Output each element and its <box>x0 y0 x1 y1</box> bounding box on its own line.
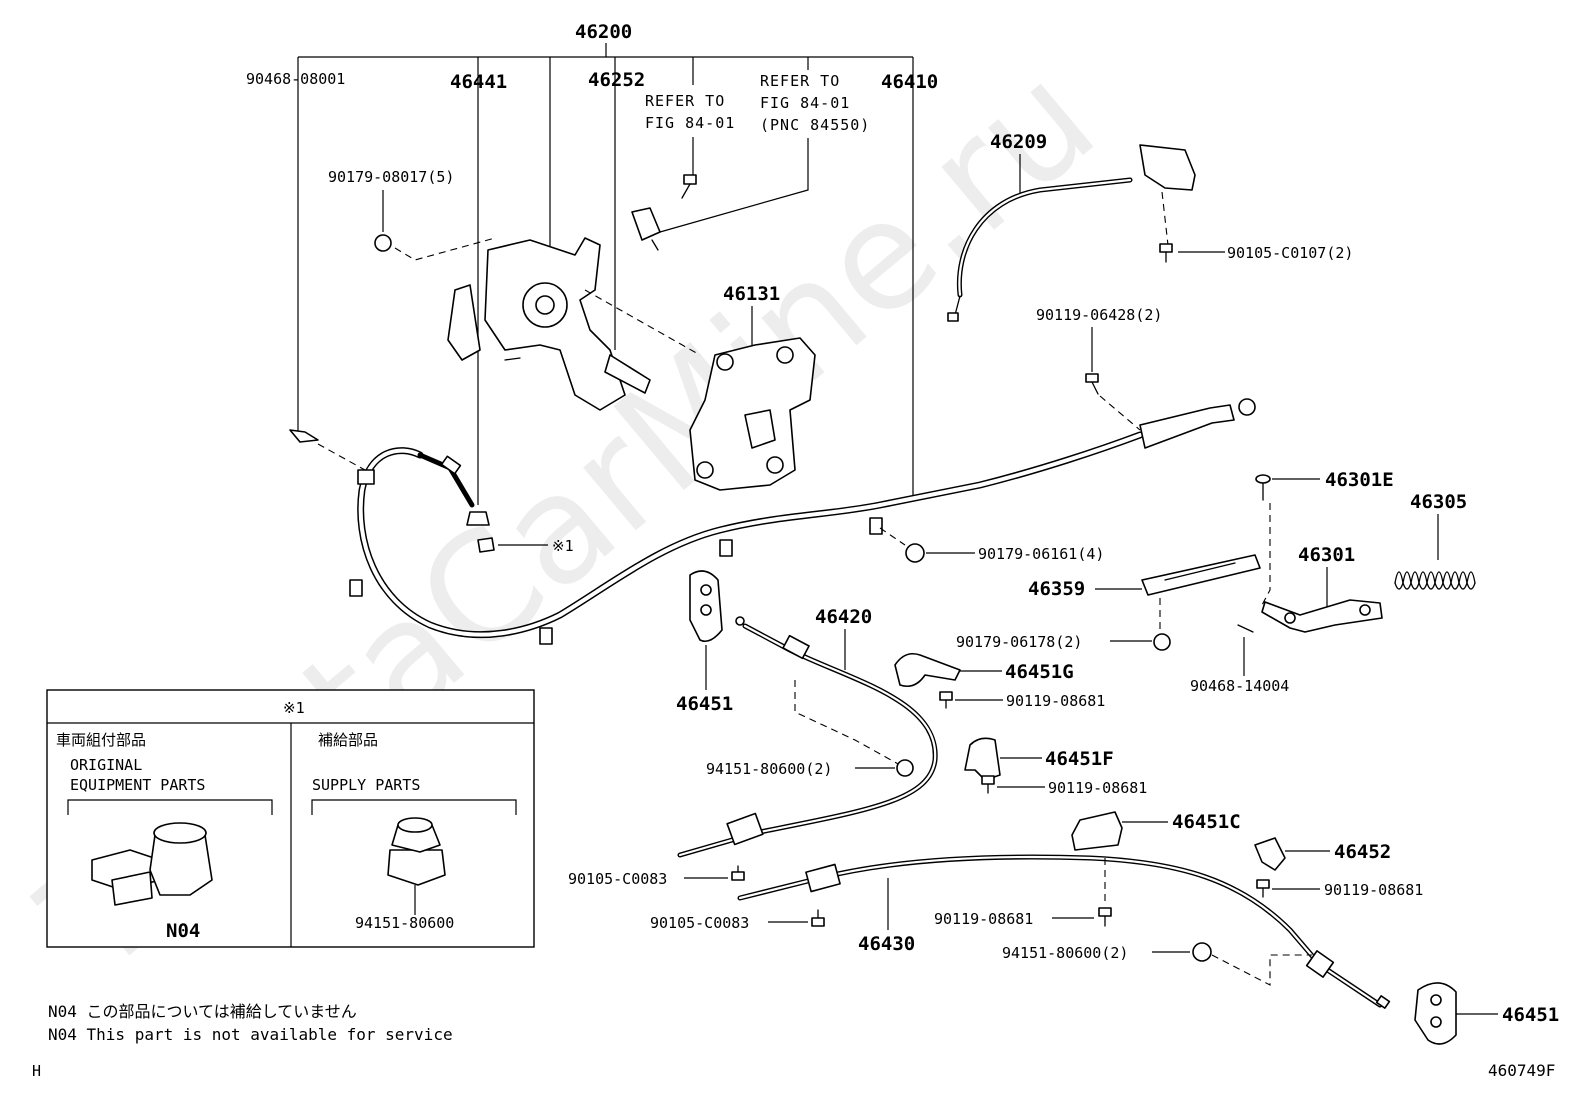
nut-90179-06178 <box>1153 633 1171 651</box>
legend-box: ※1 車両組付部品 ORIGINAL EQUIPMENT PARTS N04 補… <box>46 689 535 948</box>
legend-left-line2: EQUIPMENT PARTS <box>70 776 205 794</box>
clip-90468-08001 <box>289 429 319 443</box>
legend-right-line1: SUPPLY PARTS <box>312 776 420 794</box>
label-90119-08681-c: 90119-08681 <box>1324 881 1423 899</box>
plate-46359 <box>1141 554 1261 596</box>
label-90468-14004: 90468-14004 <box>1190 677 1289 695</box>
bolt-90119-08681-a <box>939 691 953 709</box>
lever-46301 <box>1261 599 1383 633</box>
spring-46305 <box>1394 571 1476 590</box>
nut-mark1 <box>477 537 495 553</box>
clamp-46451C <box>1071 811 1123 851</box>
cable-46209 <box>947 144 1196 322</box>
label-46305: 46305 <box>1410 491 1467 513</box>
bolt-90119-08681-d <box>1098 907 1112 927</box>
clamp-46451G <box>894 652 961 688</box>
refer-note-2-line2: FIG 84-01 <box>760 94 850 112</box>
plate-46451-upper <box>689 570 723 643</box>
label-90179-06161: 90179-06161(4) <box>978 545 1104 563</box>
bolt-90119-08681-c <box>1256 879 1270 898</box>
nut-90179-08017 <box>374 234 392 252</box>
nut-90179-06161 <box>905 543 925 563</box>
clamp-46451F <box>964 737 1001 781</box>
refer-note-2-line1: REFER TO <box>760 72 840 90</box>
label-90179-08017: 90179-08017(5) <box>328 168 454 186</box>
part-N04-illustration <box>91 822 213 906</box>
label-90119-06428: 90119-06428(2) <box>1036 306 1162 324</box>
label-46131: 46131 <box>723 283 780 305</box>
plate-46451-lower <box>1414 982 1457 1045</box>
legend-title: ※1 <box>283 699 305 717</box>
refer-note-1-line1: REFER TO <box>645 92 725 110</box>
bracket-46131 <box>689 337 816 491</box>
refer-note-2-line3: (PNC 84550) <box>760 116 870 134</box>
label-46451-lower: 46451 <box>1502 1004 1559 1026</box>
nut-94151-80600-a <box>896 759 914 777</box>
label-46301: 46301 <box>1298 544 1355 566</box>
label-46452: 46452 <box>1334 841 1391 863</box>
label-90105-C0083-a: 90105-C0083 <box>568 870 667 888</box>
bolt-refer-84-01 <box>681 174 697 199</box>
label-46451C: 46451C <box>1172 811 1241 833</box>
legend-right-header: 補給部品 <box>318 731 378 749</box>
label-90179-06178: 90179-06178(2) <box>956 633 1082 651</box>
label-94151-80600-a: 94151-80600(2) <box>706 760 832 778</box>
nut-94151-80600-b <box>1192 942 1212 962</box>
label-90105-C0107: 90105-C0107(2) <box>1227 244 1353 262</box>
pedal-bracket-assembly <box>447 237 651 411</box>
note-en: N04 This part is not available for servi… <box>48 1025 453 1044</box>
refer-note-1-line2: FIG 84-01 <box>645 114 735 132</box>
legend-left-line1: ORIGINAL <box>70 756 142 774</box>
assembly-bracket-46200 <box>297 43 914 505</box>
label-90105-C0083-b: 90105-C0083 <box>650 914 749 932</box>
label-90119-08681-d: 90119-08681 <box>934 910 1033 928</box>
bolt-90119-06428 <box>1085 373 1099 395</box>
label-46451G: 46451G <box>1005 661 1074 683</box>
label-46420: 46420 <box>815 606 872 628</box>
note-jp: N04 この部品については補給していません <box>48 1002 357 1021</box>
pin-90468-14004 <box>1237 624 1254 633</box>
bolt-90105-C0083-a <box>731 865 745 881</box>
label-90119-08681-a: 90119-08681 <box>1006 692 1105 710</box>
legend-left-code: N04 <box>166 920 200 942</box>
label-46209: 46209 <box>990 131 1047 153</box>
front-cable-46410 <box>349 398 1256 645</box>
label-46410: 46410 <box>881 71 938 93</box>
pin-46301E <box>1255 474 1271 501</box>
nut-46441 <box>466 511 490 526</box>
bracket-pnc-84550 <box>631 207 661 251</box>
label-46301E: 46301E <box>1325 469 1394 491</box>
label-46252: 46252 <box>588 69 645 91</box>
label-90468-08001: 90468-08001 <box>246 70 345 88</box>
bolt-90105-C0107 <box>1159 243 1173 263</box>
label-46359: 46359 <box>1028 578 1085 600</box>
cable-46430 <box>737 854 1391 1009</box>
label-46200: 46200 <box>575 21 632 43</box>
label-94151-80600-b: 94151-80600(2) <box>1002 944 1128 962</box>
footer-mark: H <box>32 1062 41 1080</box>
bolt-90119-08681-b <box>981 775 995 794</box>
figure-id: 460749F <box>1488 1061 1555 1080</box>
label-46451-upper: 46451 <box>676 693 733 715</box>
legend-right-code: 94151-80600 <box>355 914 454 932</box>
bolt-90105-C0083-b <box>811 909 825 927</box>
label-mark1: ※1 <box>552 537 574 555</box>
cable-46420 <box>677 616 938 858</box>
label-46430: 46430 <box>858 933 915 955</box>
label-46451F: 46451F <box>1045 748 1114 770</box>
legend-left-header: 車両組付部品 <box>56 731 146 749</box>
label-90119-08681-b: 90119-08681 <box>1048 779 1147 797</box>
label-46441: 46441 <box>450 71 507 93</box>
part-94151-80600-illustration <box>387 817 446 886</box>
clamp-46452 <box>1254 837 1286 871</box>
